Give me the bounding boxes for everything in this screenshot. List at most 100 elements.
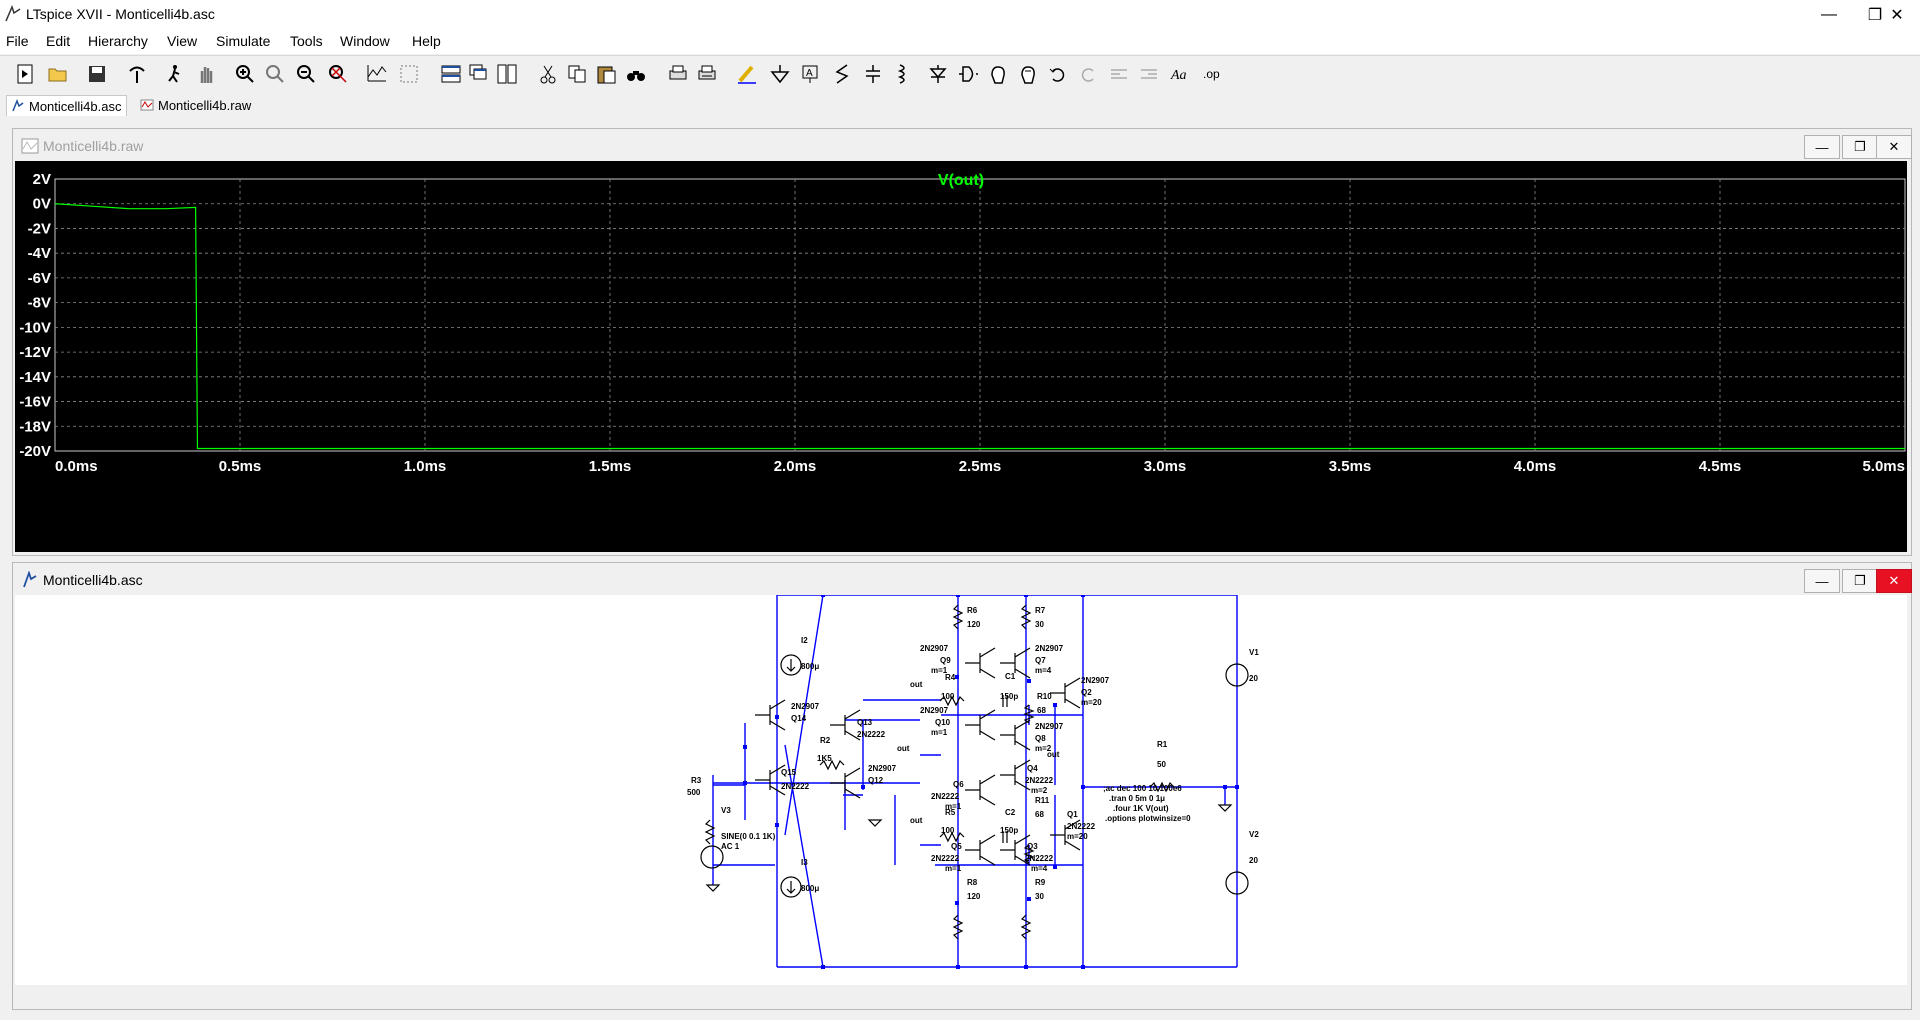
transistor-Q1	[1050, 819, 1081, 851]
inductor-icon[interactable]	[890, 61, 916, 87]
undo-icon[interactable]	[1045, 61, 1071, 87]
new-schematic-icon[interactable]	[13, 61, 39, 87]
restore-button[interactable]: ❐	[1867, 7, 1883, 24]
grid-icon[interactable]	[396, 61, 422, 87]
pan-icon[interactable]	[262, 61, 288, 87]
waveform-restore-button[interactable]: ❐	[1842, 135, 1878, 159]
svg-text:Q7: Q7	[1035, 656, 1046, 665]
menu-hierarchy[interactable]: Hierarchy	[88, 33, 148, 49]
spice-directive-icon[interactable]: .op	[1200, 61, 1226, 87]
y-tick-label: 0V	[33, 196, 51, 213]
drag-icon[interactable]	[1015, 61, 1041, 87]
y-tick-label: 2V	[33, 171, 51, 188]
capacitor-C1	[1002, 695, 1008, 707]
component-icon[interactable]	[955, 61, 981, 87]
menu-simulate[interactable]: Simulate	[216, 33, 271, 49]
close-button[interactable]: ✕	[1890, 7, 1904, 24]
zoom-out-icon[interactable]	[293, 61, 319, 87]
svg-text:2N2907: 2N2907	[1081, 676, 1110, 685]
svg-text:m=1: m=1	[931, 666, 948, 675]
waveform-close-button[interactable]: ✕	[1876, 135, 1912, 159]
svg-text:V2: V2	[1249, 830, 1259, 839]
y-tick-label: -12V	[19, 344, 51, 361]
tab-waveform[interactable]: Monticelli4b.raw	[136, 95, 255, 115]
svg-text:68: 68	[1037, 706, 1046, 715]
zoom-in-icon[interactable]	[232, 61, 258, 87]
schematic-canvas[interactable]: I2 800μ I3 800μ R6 120 R7 30 2N2907 Q9 m…	[15, 593, 1907, 985]
transistor-Q15	[755, 764, 786, 796]
waveform-window-titlebar[interactable]: Monticelli4b.raw — ❐ ✕	[13, 129, 1912, 161]
halt-icon[interactable]	[193, 61, 219, 87]
ground-icon[interactable]	[767, 61, 793, 87]
copy-icon[interactable]	[564, 61, 590, 87]
cut-icon[interactable]	[535, 61, 561, 87]
waveform-minimize-button[interactable]: —	[1804, 135, 1840, 159]
tile-vertical-icon[interactable]	[494, 61, 520, 87]
minimize-button[interactable]: —	[1821, 6, 1837, 23]
cascade-icon[interactable]	[466, 61, 492, 87]
resistor-R3	[704, 819, 716, 845]
svg-text:Q4: Q4	[1027, 764, 1038, 773]
voltage-source-V3	[700, 845, 724, 869]
svg-text:out: out	[897, 744, 910, 753]
svg-text:Q12: Q12	[868, 776, 884, 785]
trace-label[interactable]: V(out)	[938, 172, 984, 189]
diode-icon[interactable]	[925, 61, 951, 87]
menu-bar: File Edit Hierarchy View Simulate Tools …	[0, 30, 1920, 54]
transistor-Q4	[1000, 759, 1031, 791]
find-icon[interactable]	[623, 61, 649, 87]
svg-text:2N2907: 2N2907	[920, 644, 949, 653]
label-net-icon[interactable]: A	[797, 61, 823, 87]
autorange-icon[interactable]	[364, 61, 390, 87]
tab-schematic[interactable]: Monticelli4b.asc	[6, 95, 127, 116]
save-icon[interactable]	[84, 61, 110, 87]
print-icon[interactable]	[665, 61, 691, 87]
x-tick-label: 2.0ms	[774, 458, 817, 475]
schematic-restore-button[interactable]: ❐	[1842, 569, 1878, 593]
svg-text:1K5: 1K5	[817, 754, 832, 763]
transistor-Q8	[1000, 719, 1031, 751]
print-preview-icon[interactable]	[694, 61, 720, 87]
svg-text:20: 20	[1249, 674, 1258, 683]
open-icon[interactable]	[45, 61, 71, 87]
svg-text:m=1: m=1	[931, 728, 948, 737]
menu-window[interactable]: Window	[340, 33, 390, 49]
svg-text:100: 100	[941, 692, 955, 701]
trace-vout[interactable]	[54, 203, 1905, 450]
menu-edit[interactable]: Edit	[46, 33, 71, 49]
menu-view[interactable]: View	[167, 33, 198, 49]
ground-symbol	[867, 819, 883, 827]
svg-text:Q3: Q3	[1027, 842, 1038, 851]
rotate-icon[interactable]	[1106, 61, 1132, 87]
mirror-icon[interactable]	[1136, 61, 1162, 87]
capacitor-icon[interactable]	[860, 61, 886, 87]
draw-wire-icon[interactable]	[734, 61, 760, 87]
run-icon[interactable]	[161, 61, 187, 87]
svg-text:AC 1: AC 1	[721, 842, 740, 851]
tile-horizontal-icon[interactable]	[438, 61, 464, 87]
plot-frame	[54, 178, 1906, 452]
waveform-icon	[140, 99, 154, 111]
schematic-window-titlebar[interactable]: Monticelli4b.asc — ❐ ✕	[13, 563, 1912, 595]
text-icon[interactable]: Aa	[1168, 61, 1194, 87]
resistor-icon[interactable]	[829, 61, 855, 87]
schematic-close-button[interactable]: ✕	[1876, 569, 1912, 593]
svg-text:m=20: m=20	[1067, 832, 1088, 841]
control-panel-icon[interactable]	[124, 61, 150, 87]
schematic-icon	[23, 571, 37, 588]
schematic-drawing[interactable]: I2 800μ I3 800μ R6 120 R7 30 2N2907 Q9 m…	[15, 593, 1907, 985]
menu-file[interactable]: File	[6, 33, 29, 49]
svg-text:Q15: Q15	[781, 768, 797, 777]
svg-text:Q13: Q13	[857, 718, 873, 727]
schematic-minimize-button[interactable]: —	[1804, 569, 1840, 593]
svg-text:R8: R8	[967, 878, 978, 887]
zoom-fit-icon[interactable]	[325, 61, 351, 87]
menu-help[interactable]: Help	[412, 33, 441, 49]
redo-icon[interactable]	[1075, 61, 1101, 87]
paste-icon[interactable]	[593, 61, 619, 87]
move-icon[interactable]	[985, 61, 1011, 87]
svg-text:2N2222: 2N2222	[857, 730, 886, 739]
menu-tools[interactable]: Tools	[290, 33, 323, 49]
